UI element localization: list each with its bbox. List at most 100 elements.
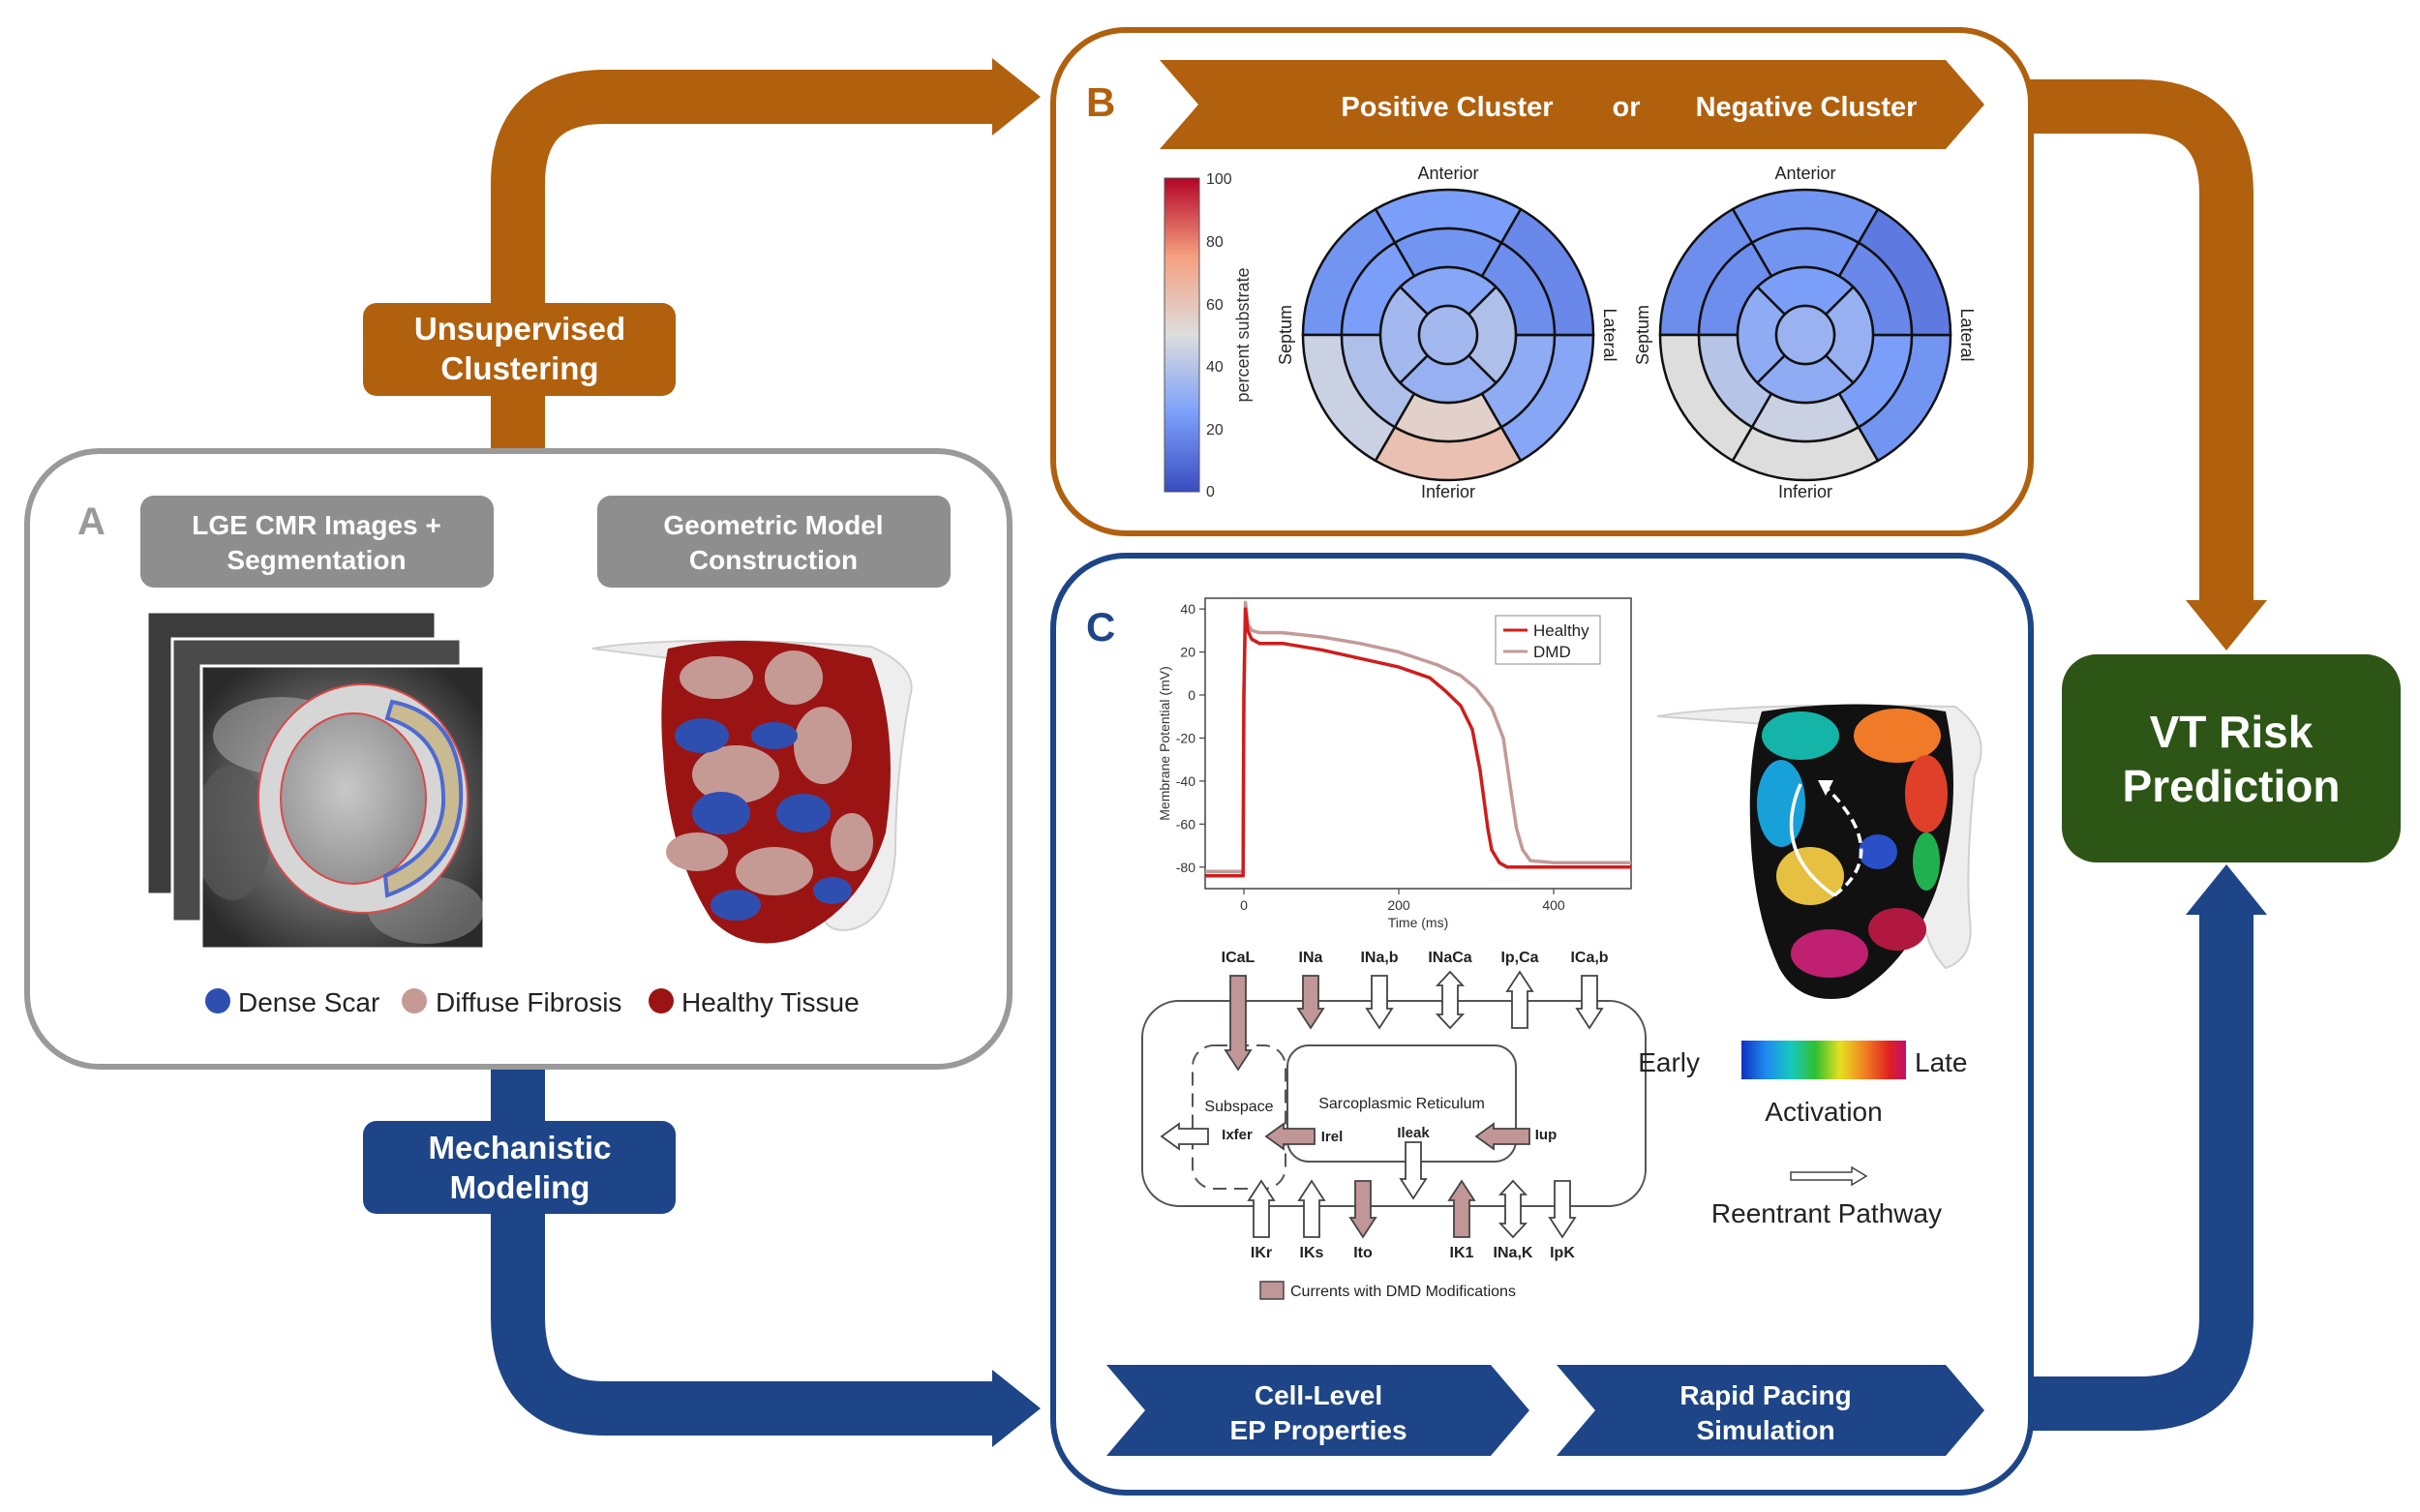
positive-cluster-label: Positive Cluster [1341, 92, 1553, 123]
current-bottom-label-1: IKr [1251, 1245, 1272, 1261]
cell-level-line1: Cell-Level [1255, 1380, 1382, 1410]
clustering-label-line1: Unsupervised [414, 311, 625, 347]
ik1-current-arrow [1447, 1179, 1476, 1238]
current-bottom-label-6: IpK [1550, 1245, 1575, 1261]
sr-label: Sarcoplasmic Reticulum [1318, 1096, 1485, 1112]
reentrant-arrow-icon [1790, 1165, 1868, 1187]
geometric-header-line2: Construction [689, 545, 858, 575]
modeling-label-line2: Modeling [450, 1169, 590, 1205]
iks-current-arrow [1297, 1179, 1326, 1238]
healthy-tissue-label: Healthy Tissue [681, 987, 860, 1017]
x-tick-label: 0 [1240, 897, 1248, 913]
legend-dmd-label: DMD [1533, 643, 1571, 661]
current-top-label-6: ICa,b [1570, 950, 1608, 966]
neg-apex-segment [1774, 304, 1836, 366]
current-top-label-3: INa,b [1360, 950, 1398, 966]
panel-b-letter: B [1086, 79, 1115, 125]
cell-level-banner: Cell-Level EP Properties [1106, 1365, 1529, 1456]
current-top-label-1: ICaL [1222, 950, 1255, 966]
ipk-current-arrow [1548, 1180, 1577, 1239]
dense-scar-swatch [205, 988, 230, 1013]
simulation-to-prediction-arrow [2023, 864, 2267, 1431]
activation-early-label: Early [1638, 1047, 1700, 1077]
ileak-label: Ileak [1397, 1125, 1430, 1141]
ina-current-arrow [1296, 975, 1325, 1030]
dmd-legend-label: Currents with DMD Modifications [1290, 1284, 1516, 1300]
ica-b-current-arrow [1575, 975, 1604, 1030]
current-bottom-label-2: IKs [1300, 1245, 1324, 1261]
y-tick-label: 40 [1180, 601, 1195, 617]
vt-risk-prediction-box: VT Risk Prediction [2062, 654, 2401, 862]
pos-anterior-label: Anterior [1417, 164, 1478, 183]
cluster-to-prediction-arrow [2023, 79, 2267, 650]
pos-lateral-label: Lateral [1600, 308, 1619, 361]
clustering-arrow [491, 58, 1041, 455]
chart-legend: Healthy DMD [1495, 615, 1601, 665]
current-top-label-5: Ip,Ca [1500, 950, 1538, 966]
unsupervised-clustering-label: Unsupervised Clustering [363, 303, 676, 396]
irel-label: Irel [1321, 1129, 1344, 1145]
activation-label: Activation [1765, 1097, 1882, 1127]
reentrant-legend: Reentrant Pathway [1711, 1165, 1942, 1228]
dense-scar-label: Dense Scar [238, 987, 379, 1017]
chart-ylabel: Membrane Potential (mV) [1157, 666, 1172, 821]
neg-anterior-label: Anterior [1774, 164, 1835, 183]
tissue-legend: Dense Scar Diffuse Fibrosis Healthy Tiss… [205, 987, 860, 1017]
modeling-arrow [491, 1065, 1041, 1447]
ip-ca-current-arrow [1505, 970, 1534, 1029]
ical-current-arrow [1224, 975, 1253, 1072]
result-line2: Prediction [2123, 761, 2341, 811]
reentrant-label: Reentrant Pathway [1711, 1198, 1942, 1228]
modeling-label-line1: Mechanistic [429, 1130, 612, 1165]
activation-colorbar [1741, 1041, 1906, 1079]
diffuse-fibrosis-label: Diffuse Fibrosis [436, 987, 621, 1017]
chart-xlabel: Time (ms) [1388, 915, 1448, 930]
activation-late-label: Late [1915, 1047, 1968, 1077]
lge-header-line1: LGE CMR Images + [192, 510, 441, 540]
cb-tick-60: 60 [1206, 297, 1224, 314]
cb-tick-100: 100 [1206, 171, 1232, 188]
iup-label: Iup [1535, 1127, 1558, 1143]
pos-inferior-label: Inferior [1421, 482, 1475, 501]
activation-legend: Early Late Activation [1638, 1041, 1968, 1127]
cb-tick-40: 40 [1206, 359, 1224, 376]
negative-cluster-bullseye [1658, 188, 1952, 482]
y-tick-label: -60 [1176, 816, 1195, 832]
positive-cluster-bullseye [1301, 188, 1595, 482]
geometric-header: Geometric Model Construction [597, 496, 951, 588]
x-tick-label: 200 [1387, 897, 1410, 913]
irel-arrow [1264, 1122, 1316, 1151]
subspace-label: Subspace [1204, 1099, 1273, 1115]
heart-model-a [591, 639, 913, 944]
negative-cluster-label: Negative Cluster [1696, 92, 1918, 123]
pos-septum-label: Septum [1276, 305, 1295, 365]
healthy-tissue-swatch [649, 988, 674, 1013]
mri-image-stack [145, 610, 486, 951]
colorbar-label: percent substrate [1233, 267, 1253, 402]
series-line-healthy [1205, 607, 1631, 878]
result-line1: VT Risk [2150, 707, 2314, 757]
dmd-legend-swatch [1259, 1281, 1285, 1300]
y-tick-label: 0 [1188, 687, 1195, 703]
diffuse-fibrosis-swatch [402, 988, 427, 1013]
clustering-label-line2: Clustering [440, 350, 598, 386]
neg-inferior-label: Inferior [1778, 482, 1832, 501]
lge-header-line2: Segmentation [227, 545, 406, 575]
sr-compartment [1286, 1044, 1517, 1163]
current-bottom-label-5: INa,K [1494, 1245, 1533, 1261]
panel-c-letter: C [1086, 604, 1115, 650]
ito-current-arrow [1348, 1180, 1377, 1239]
panel-a-letter: A [77, 500, 106, 543]
ixfer-arrow [1160, 1122, 1209, 1151]
ikr-current-arrow [1247, 1179, 1276, 1238]
inaca-current-arrow [1435, 970, 1466, 1030]
mechanistic-modeling-label: Mechanistic Modeling [363, 1121, 676, 1214]
current-bottom-label-3: Ito [1353, 1245, 1373, 1261]
y-tick-label: -40 [1176, 773, 1195, 789]
heart-model-c [1656, 704, 1982, 999]
y-tick-label: -20 [1176, 730, 1195, 745]
cluster-banner: Positive Cluster or Negative Cluster [1160, 60, 1984, 149]
